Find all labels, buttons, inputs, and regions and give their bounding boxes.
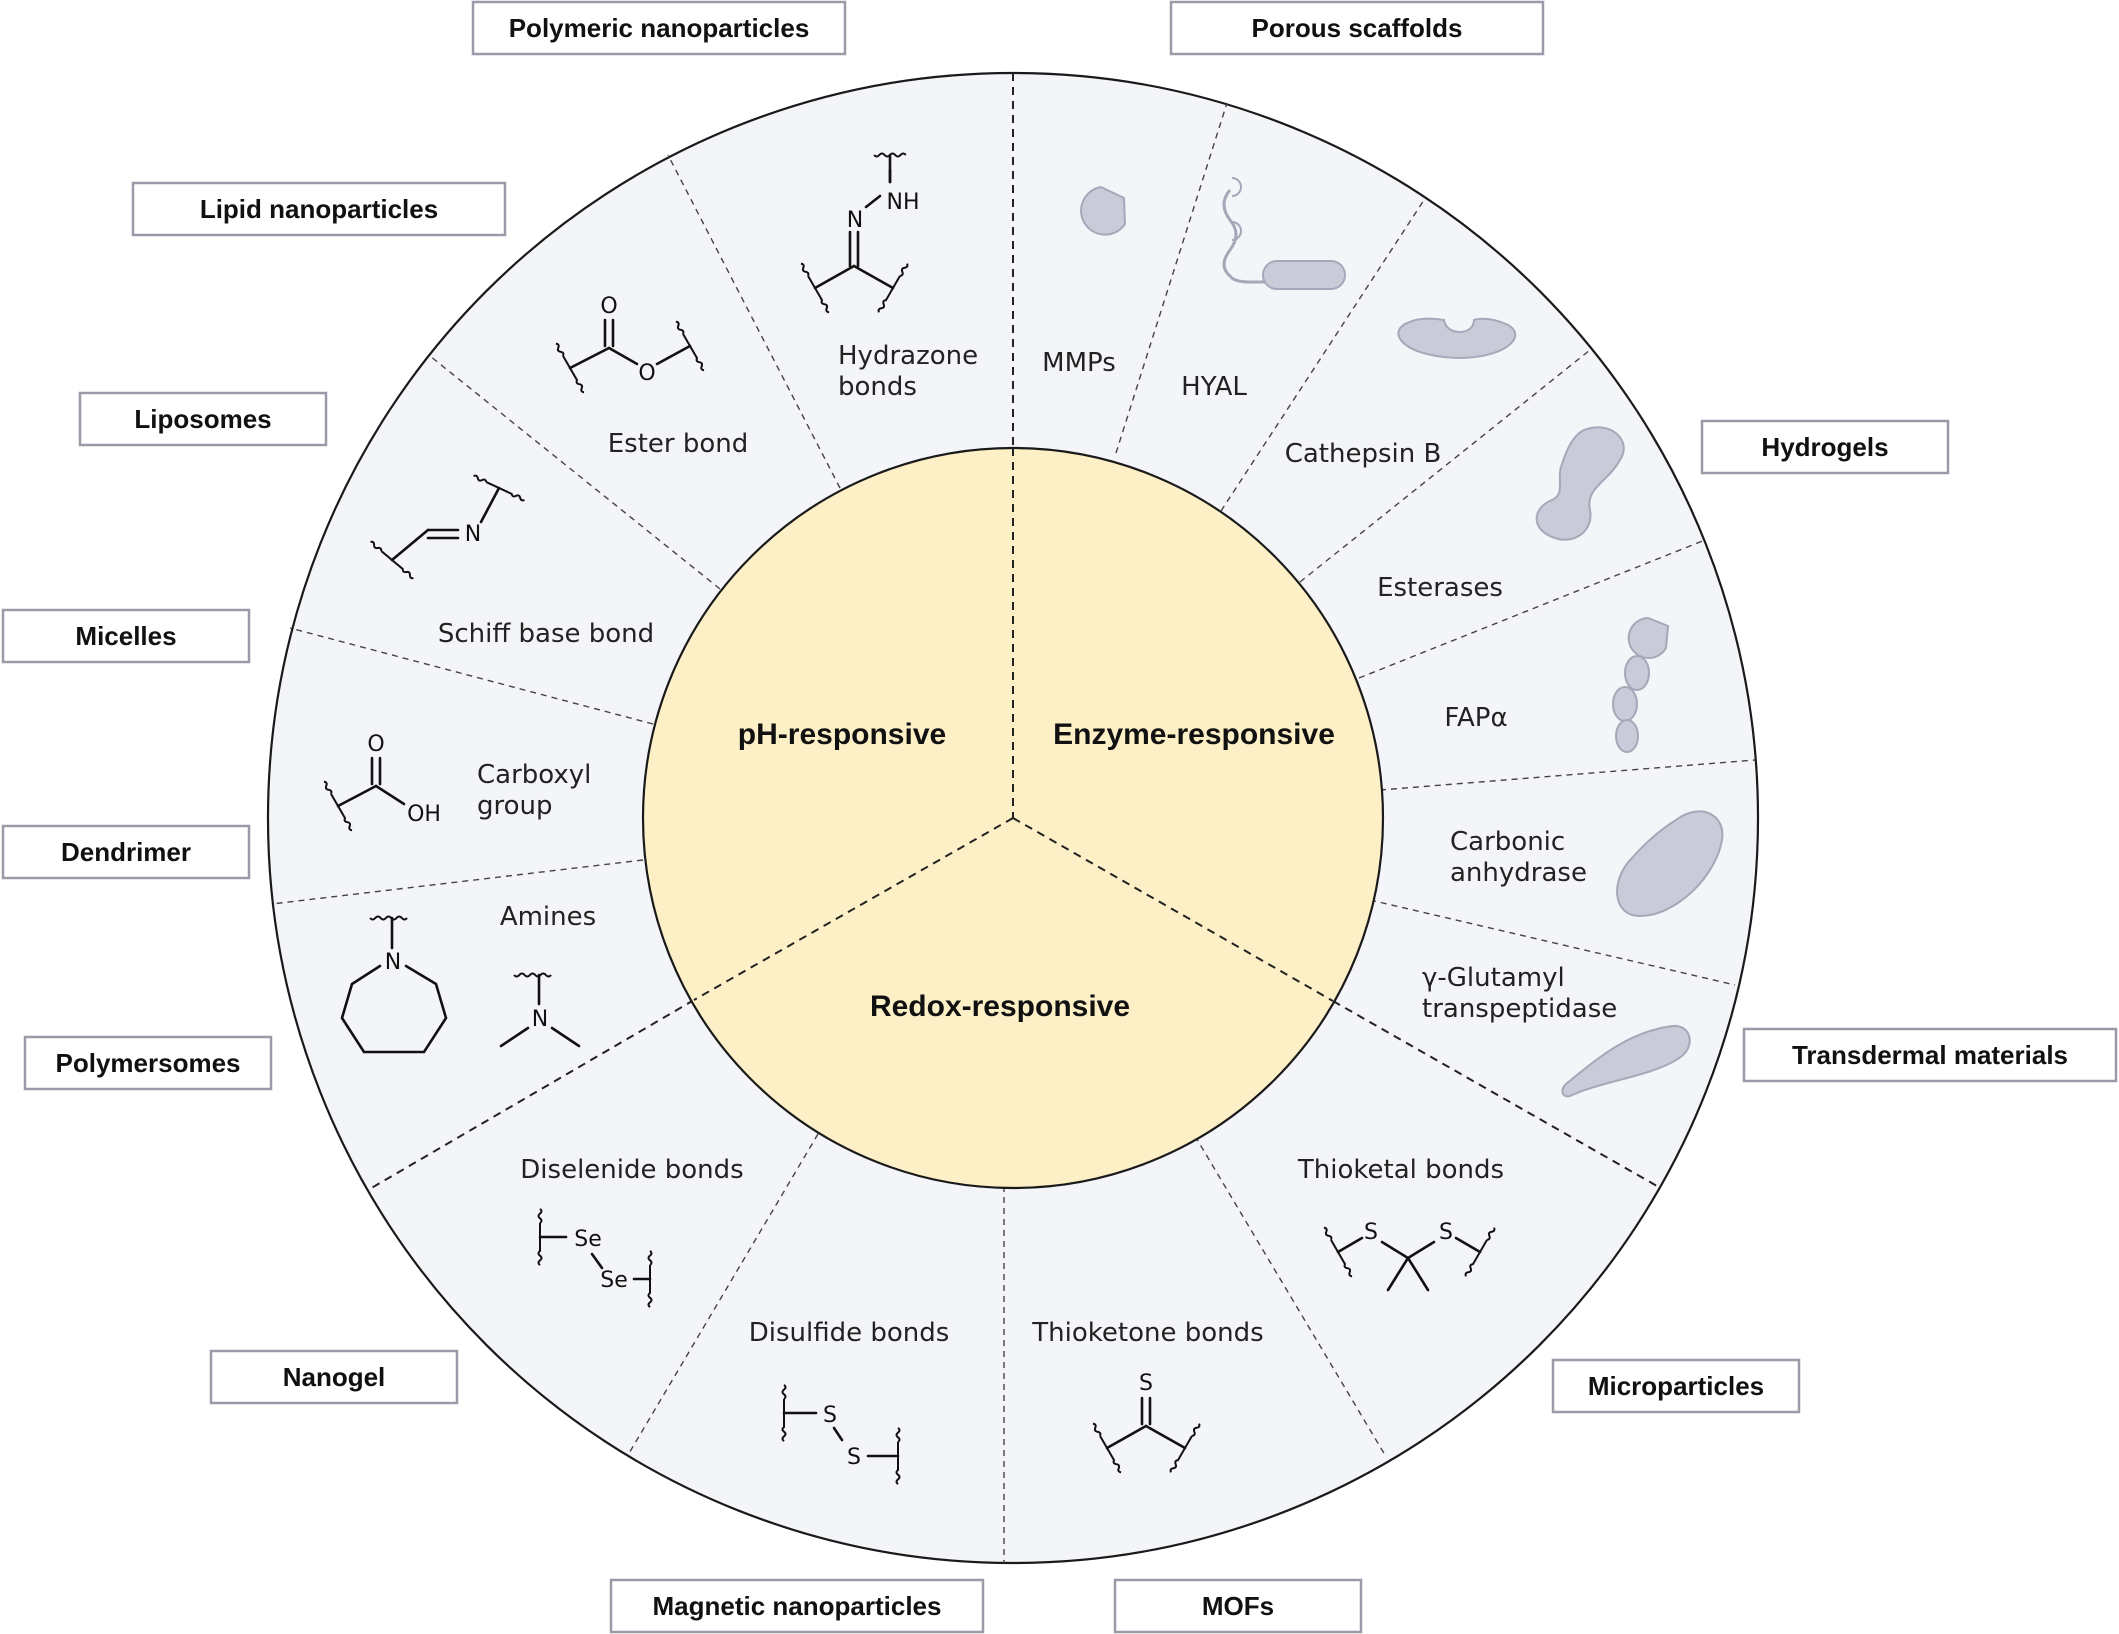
material-liposomes: Liposomes [78, 391, 328, 447]
atom-n-hydrazone: N [847, 208, 863, 233]
category-enzyme-responsive: Enzyme-responsive [1053, 718, 1335, 751]
material-polymersomes: Polymersomes [23, 1035, 273, 1091]
svg-text:Porous scaffolds: Porous scaffolds [1252, 13, 1463, 43]
material-mofs: MOFs [1113, 1578, 1363, 1634]
svg-text:Polymeric nanoparticles: Polymeric nanoparticles [509, 13, 810, 43]
svg-text:Microparticles: Microparticles [1588, 1371, 1764, 1401]
thioketal-structure: S S [1321, 1220, 1497, 1292]
ester-structure: O O [553, 294, 707, 395]
atom-o-carbonyl: O [600, 294, 617, 319]
tertiary-amine-structure: N [499, 972, 581, 1048]
disulfide-structure: S S [781, 1383, 901, 1486]
atom-o-ester: O [638, 361, 655, 386]
atom-s-thioketone: S [1139, 1371, 1153, 1396]
label-mmps: MMPs [1042, 348, 1116, 378]
material-transdermal-materials: Transdermal materials [1742, 1027, 2118, 1083]
atom-nh: NH [887, 190, 920, 215]
svg-text:MOFs: MOFs [1202, 1591, 1274, 1621]
label-disulfide-bonds: Disulfide bonds [749, 1318, 950, 1348]
label-hydrazone-line2: bonds [838, 372, 917, 402]
label-ggt-line1: γ-Glutamyl [1422, 963, 1565, 993]
hyal-enzyme-icon [1222, 177, 1346, 290]
hydrazone-structure: NH N [798, 152, 920, 315]
material-magnetic-nanoparticles: Magnetic nanoparticles [609, 1578, 985, 1634]
category-redox-responsive: Redox-responsive [870, 990, 1130, 1023]
label-ester-bond: Ester bond [608, 429, 749, 459]
atom-n-azepane: N [385, 950, 401, 975]
category-ph-responsive: pH-responsive [738, 718, 946, 751]
atom-s-thioketal-2: S [1439, 1220, 1453, 1245]
material-lipid-nanoparticles: Lipid nanoparticles [131, 181, 507, 237]
label-thioketone-bonds: Thioketone bonds [1031, 1318, 1263, 1348]
atom-n-schiff: N [465, 522, 481, 547]
cathepsin-b-enzyme-icon [1397, 317, 1517, 360]
atom-oh: OH [407, 802, 441, 827]
atom-s-thioketal-1: S [1364, 1220, 1378, 1245]
inner-dividers [693, 448, 1334, 1002]
svg-text:Dendrimer: Dendrimer [61, 837, 191, 867]
svg-text:Liposomes: Liposomes [134, 404, 271, 434]
svg-text:Lipid nanoparticles: Lipid nanoparticles [200, 194, 438, 224]
atom-n-amine: N [532, 1007, 548, 1032]
diselenide-structure: Se Se [537, 1207, 653, 1309]
material-polymeric-nanoparticles: Polymeric nanoparticles [471, 0, 847, 56]
ggt-enzyme-icon [1561, 1024, 1691, 1098]
label-hydrazone-line1: Hydrazone [838, 341, 978, 371]
material-microparticles: Microparticles [1551, 1358, 1801, 1414]
material-hydrogels: Hydrogels [1700, 419, 1950, 475]
svg-text:Transdermal materials: Transdermal materials [1792, 1040, 2068, 1070]
label-carboxyl-line2: group [477, 791, 553, 821]
label-cathepsin-b: Cathepsin B [1285, 439, 1442, 469]
svg-text:Polymersomes: Polymersomes [56, 1048, 241, 1078]
atom-se-2: Se [600, 1268, 628, 1293]
svg-text:Hydrogels: Hydrogels [1761, 432, 1888, 462]
svg-text:Magnetic nanoparticles: Magnetic nanoparticles [653, 1591, 942, 1621]
svg-text:Nanogel: Nanogel [283, 1362, 386, 1392]
label-diselenide-bonds: Diselenide bonds [520, 1155, 743, 1185]
label-amines: Amines [500, 902, 596, 932]
label-carboxyl-line1: Carboxyl [477, 760, 591, 790]
svg-text:Micelles: Micelles [75, 621, 176, 651]
schiff-base-structure: N [368, 473, 527, 581]
atom-s-2: S [847, 1445, 861, 1470]
label-hyal: HYAL [1181, 372, 1247, 402]
enzyme-blob-icon [1080, 177, 1724, 1098]
label-fap-alpha: FAPα [1444, 703, 1507, 733]
label-schiff-base-bond: Schiff base bond [438, 619, 654, 649]
mmps-enzyme-icon [1080, 185, 1127, 236]
azepane-structure: N [340, 915, 448, 1054]
fap-alpha-enzyme-icon [1612, 616, 1670, 753]
material-nanogel: Nanogel [209, 1349, 459, 1405]
label-carbonic-line2: anhydrase [1450, 858, 1587, 888]
esterases-enzyme-icon [1535, 426, 1625, 541]
label-ggt-line2: transpeptidase [1422, 994, 1617, 1024]
atom-s-1: S [823, 1403, 837, 1428]
atom-o-carboxyl: O [367, 732, 384, 757]
thioketone-structure: S [1090, 1371, 1202, 1475]
segment-dividers [271, 73, 1756, 1563]
carbonic-anhydrase-enzyme-icon [1616, 810, 1724, 918]
material-porous-scaffolds: Porous scaffolds [1169, 0, 1545, 56]
material-dendrimer: Dendrimer [1, 824, 251, 880]
material-micelles: Micelles [1, 608, 251, 664]
carboxyl-structure: O OH [321, 732, 441, 833]
label-thioketal-bonds: Thioketal bonds [1297, 1155, 1504, 1185]
label-esterases: Esterases [1377, 573, 1503, 603]
label-carbonic-line1: Carbonic [1450, 827, 1565, 857]
atom-se-1: Se [574, 1227, 602, 1252]
